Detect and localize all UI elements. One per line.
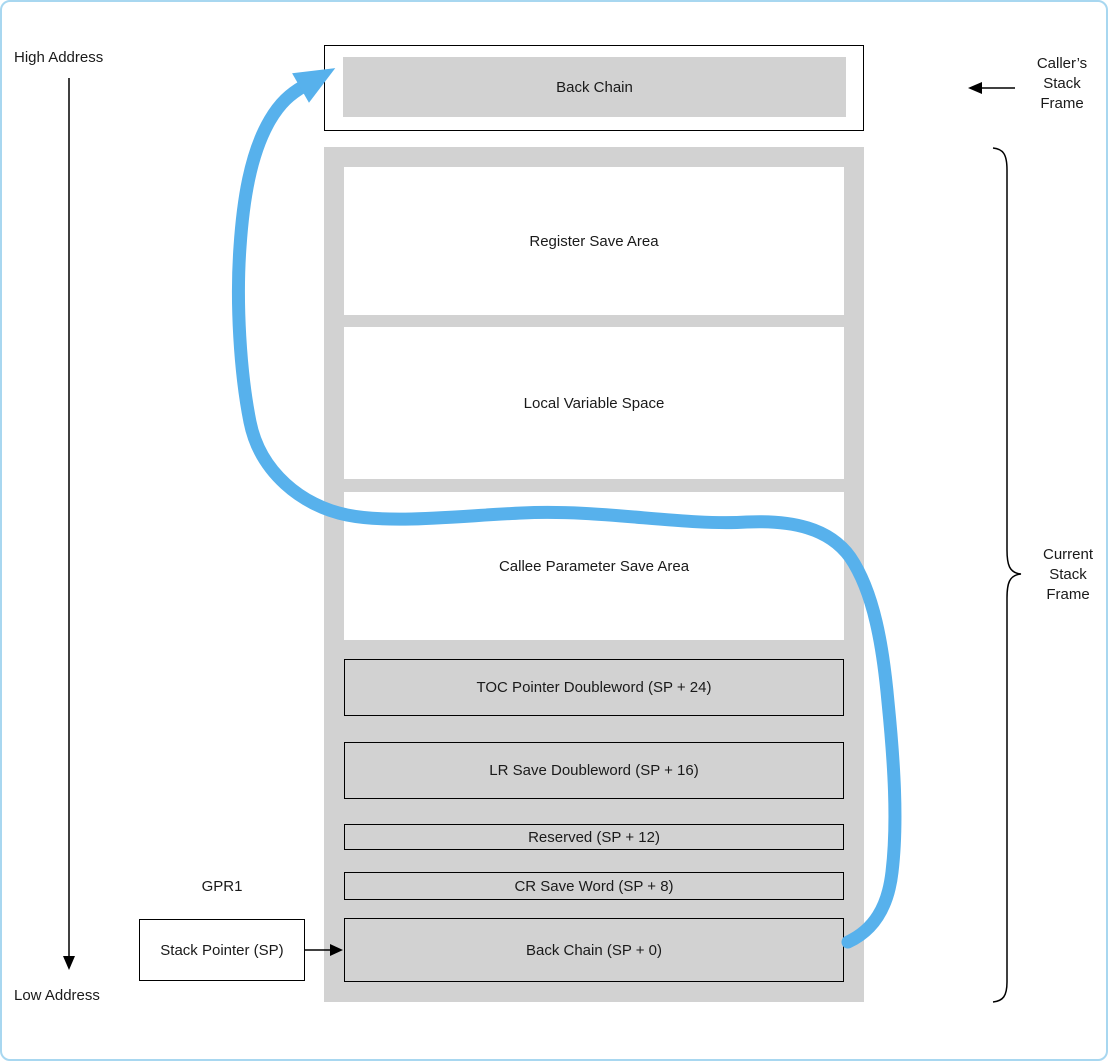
low-address-label: Low Address bbox=[14, 987, 100, 1004]
stack-pointer-label: Stack Pointer (SP) bbox=[160, 941, 284, 959]
frame-row-back-chain: Back Chain (SP + 0) bbox=[344, 918, 844, 982]
frame-row-local-variable-space: Local Variable Space bbox=[344, 327, 844, 479]
current-frame-brace bbox=[992, 147, 1022, 1003]
frame-row-label: LR Save Doubleword (SP + 16) bbox=[489, 762, 699, 779]
high-address-label: High Address bbox=[14, 49, 104, 66]
frame-row-cr-save-word: CR Save Word (SP + 8) bbox=[344, 872, 844, 900]
caller-back-chain-label: Back Chain bbox=[556, 78, 633, 96]
current-stack-frame-container: Register Save Area Local Variable Space … bbox=[324, 147, 864, 1002]
frame-row-callee-parameter-save-area: Callee Parameter Save Area bbox=[344, 492, 844, 640]
address-direction-arrow bbox=[63, 78, 75, 970]
frame-row-label: Local Variable Space bbox=[523, 394, 665, 412]
stack-pointer-box: Stack Pointer (SP) bbox=[139, 919, 305, 981]
caller-frame-arrow bbox=[968, 82, 1015, 94]
frame-row-register-save-area: Register Save Area bbox=[344, 167, 844, 315]
callers-stack-frame-label: Caller’s Stack Frame bbox=[1036, 55, 1088, 112]
frame-row-lr-save-doubleword: LR Save Doubleword (SP + 16) bbox=[344, 742, 844, 799]
frame-row-label: Callee Parameter Save Area bbox=[498, 557, 690, 575]
frame-row-label: Reserved (SP + 12) bbox=[528, 828, 660, 846]
frame-row-label: Back Chain (SP + 0) bbox=[525, 941, 663, 959]
frame-row-toc-pointer-doubleword: TOC Pointer Doubleword (SP + 24) bbox=[344, 659, 844, 716]
frame-row-reserved: Reserved (SP + 12) bbox=[344, 824, 844, 850]
frame-row-label: CR Save Word (SP + 8) bbox=[514, 877, 674, 895]
current-stack-frame-label: Current Stack Frame bbox=[1042, 546, 1094, 603]
frame-row-label: TOC Pointer Doubleword (SP + 24) bbox=[476, 679, 712, 696]
caller-back-chain-cell: Back Chain bbox=[343, 57, 846, 117]
caller-back-chain-box: Back Chain bbox=[324, 45, 864, 131]
frame-row-label: Register Save Area bbox=[529, 232, 659, 250]
gpr1-label: GPR1 bbox=[201, 878, 243, 895]
